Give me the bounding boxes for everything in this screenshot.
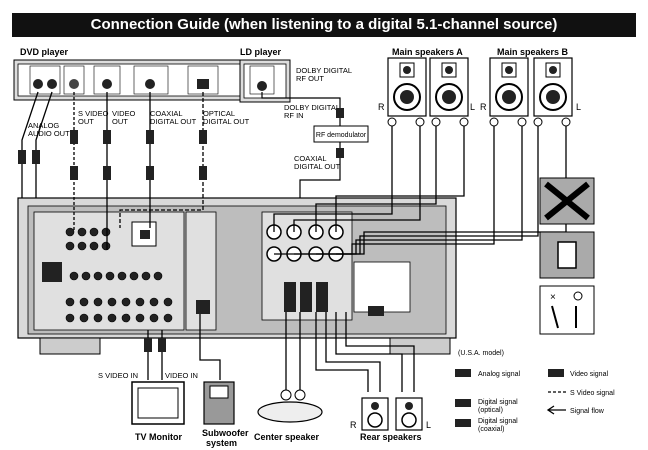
video-in-label: VIDEO IN (165, 371, 198, 380)
receiver-foot-left (39, 337, 101, 355)
legend-digital-optical-1: Digital signal (478, 399, 518, 406)
analog-audio-out-label-2: AUDIO OUT (28, 129, 70, 138)
bad-wiring-example (539, 177, 595, 225)
legend: Analog signal Video signal S Video signa… (455, 369, 615, 433)
cross-icon: × (550, 292, 556, 303)
speaker-a-l-mark: L (470, 102, 475, 112)
rear-l-mark: L (426, 420, 431, 430)
tv-monitor (131, 381, 185, 425)
legend-digital-coaxial-1: Digital signal (478, 418, 518, 425)
good-wiring-example (539, 231, 595, 279)
legend-signal-flow: Signal flow (570, 408, 605, 415)
ld-player (239, 59, 291, 103)
dolby-rf-out-label-1: DOLBY DIGITAL (296, 66, 352, 75)
rear-r-mark: R (350, 420, 357, 430)
coaxial-digital-out-label-1: COAXIAL (294, 154, 327, 163)
subwoofer (203, 381, 235, 425)
legend-digital-coaxial-2: (coaxial) (478, 426, 504, 433)
s-video-out-label-1: S VIDEO (78, 109, 109, 118)
coaxial-digital-out-label-2: DIGITAL OUT (294, 162, 341, 171)
legend-digital-optical-2: (optical) (478, 407, 503, 414)
speaker-a-r-mark: R (378, 102, 385, 112)
dolby-rf-in-label-1: DOLBY DIGITAL (284, 103, 340, 112)
main-speakers-b: R L (480, 57, 581, 117)
speaker-b-r-mark: R (480, 102, 487, 112)
optical-out-label-2: DIGITAL OUT (203, 117, 250, 126)
video-out-label-1: VIDEO (112, 109, 136, 118)
s-video-in-label: S VIDEO IN (98, 371, 138, 380)
signal-cables (21, 91, 567, 395)
rf-demodulator: RF demodulator (313, 125, 369, 143)
subwoofer-label-2: system (206, 438, 237, 448)
rf-plug (336, 108, 344, 118)
subwoofer-label-1: Subwoofer (202, 428, 249, 438)
main-speakers-b-label: Main speakers B (497, 47, 569, 57)
coax-plug (336, 148, 344, 158)
circle-icon (573, 291, 583, 301)
dolby-rf-out-label-2: RF OUT (296, 74, 324, 83)
dvd-player (13, 59, 250, 101)
rf-demodulator-label: RF demodulator (316, 132, 367, 139)
model-note: (U.S.A. model) (458, 350, 504, 357)
rear-speakers-label: Rear speakers (360, 432, 422, 442)
av-receiver (17, 197, 457, 339)
rear-speakers: R L (350, 397, 431, 431)
cable-plugs (18, 130, 207, 352)
main-speakers-a-label: Main speakers A (392, 47, 463, 57)
wire-strip-example: × (539, 285, 595, 335)
video-out-label-2: OUT (112, 117, 128, 126)
legend-video: Video signal (570, 371, 608, 378)
legend-analog: Analog signal (478, 371, 520, 378)
dolby-rf-in-label-2: RF IN (284, 111, 304, 120)
legend-s-video: S Video signal (570, 390, 615, 397)
ld-player-label: LD player (240, 47, 282, 57)
speaker-b-l-mark: L (576, 102, 581, 112)
page-title: Connection Guide (when listening to a di… (12, 13, 636, 37)
main-speakers-a: R L (378, 57, 475, 117)
center-speaker (257, 389, 323, 423)
coaxial-out-label-1: COAXIAL (150, 109, 183, 118)
optical-out-label-1: OPTICAL (203, 109, 235, 118)
tv-monitor-label: TV Monitor (135, 432, 182, 442)
main-speaker-terminals (387, 117, 571, 127)
dvd-player-label: DVD player (20, 47, 69, 57)
s-video-out-label-2: OUT (78, 117, 94, 126)
analog-audio-out-label-1: ANALOG (28, 121, 59, 130)
center-speaker-label: Center speaker (254, 432, 320, 442)
coaxial-out-label-2: DIGITAL OUT (150, 117, 197, 126)
